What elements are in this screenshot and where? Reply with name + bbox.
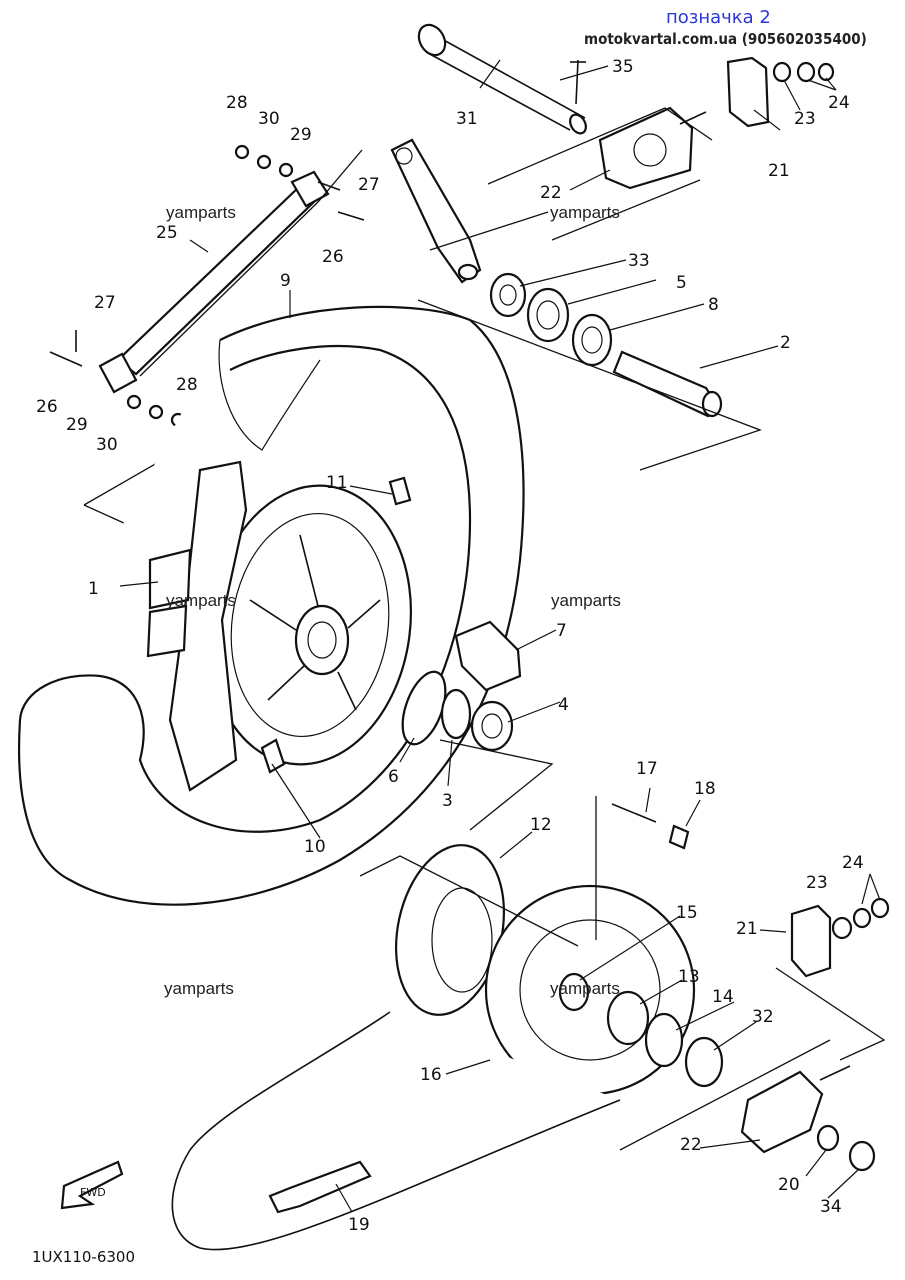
- callout-7: 7: [556, 621, 567, 641]
- callout-24: 24: [842, 853, 864, 873]
- callout-15: 15: [676, 903, 698, 923]
- callout-24: 24: [828, 93, 850, 113]
- callout-21: 21: [768, 161, 790, 181]
- watermark: yamparts: [551, 591, 621, 610]
- callout-29: 29: [66, 415, 88, 435]
- chain-shape: [171, 1011, 621, 1251]
- brake-pad-top-shape: [726, 56, 835, 128]
- callout-30: 30: [96, 435, 118, 455]
- leader-lines: [119, 59, 881, 1213]
- hub-parts-shape: [401, 620, 554, 831]
- callout-26: 26: [36, 397, 58, 417]
- callout-26: 26: [322, 247, 344, 267]
- site-caption: motokvartal.com.ua (905602035400): [584, 30, 867, 48]
- callout-21: 21: [736, 919, 758, 939]
- callout-28: 28: [226, 93, 248, 113]
- callout-23: 23: [794, 109, 816, 129]
- callout-18: 18: [694, 779, 716, 799]
- callout-25: 25: [156, 223, 178, 243]
- callout-35: 35: [612, 57, 634, 77]
- torque-rod-shape: [49, 144, 365, 428]
- fwd-arrow-icon: FWD: [60, 1160, 124, 1210]
- watermark: yamparts: [166, 203, 236, 222]
- fwd-label: FWD: [80, 1186, 106, 1199]
- callout-30: 30: [258, 109, 280, 129]
- callout-11: 11: [326, 473, 348, 493]
- callout-4: 4: [558, 695, 569, 715]
- diagram-title: позначка 2: [666, 7, 771, 28]
- callout-33: 33: [628, 251, 650, 271]
- callout-34: 34: [820, 1197, 842, 1217]
- callout-22: 22: [680, 1135, 702, 1155]
- callout-10: 10: [304, 837, 326, 857]
- callout-20: 20: [778, 1175, 800, 1195]
- callout-9: 9: [280, 271, 291, 291]
- axle-shape: [417, 23, 587, 135]
- wheel-shape: [17, 305, 525, 906]
- watermark: yamparts: [164, 979, 234, 998]
- callout-6: 6: [388, 767, 399, 787]
- callout-27: 27: [358, 175, 380, 195]
- callout-1: 1: [88, 579, 99, 599]
- callout-22: 22: [540, 183, 562, 203]
- adjuster-plate-shape: [390, 138, 482, 284]
- callout-19: 19: [348, 1215, 370, 1235]
- bolt-35-shape: [570, 59, 586, 105]
- callout-23: 23: [806, 873, 828, 893]
- callout-2: 2: [780, 333, 791, 353]
- callout-13: 13: [678, 967, 700, 987]
- watermark: yamparts: [166, 591, 236, 610]
- bearing-stack-shape: [489, 272, 723, 418]
- callout-17: 17: [636, 759, 658, 779]
- callout-14: 14: [712, 987, 734, 1007]
- callout-28: 28: [176, 375, 198, 395]
- callout-29: 29: [290, 125, 312, 145]
- callout-31: 31: [456, 109, 478, 129]
- callout-27: 27: [94, 293, 116, 313]
- diagram-code: 1UX110-6300: [32, 1248, 135, 1266]
- callout-16: 16: [420, 1065, 442, 1085]
- callout-12: 12: [530, 815, 552, 835]
- callout-3: 3: [442, 791, 453, 811]
- sprocket-hub-shape: [359, 796, 724, 1096]
- callout-32: 32: [752, 1007, 774, 1027]
- caliper-bracket-top-shape: [598, 106, 707, 190]
- watermark: yamparts: [550, 979, 620, 998]
- callout-8: 8: [708, 295, 719, 315]
- watermark: yamparts: [550, 203, 620, 222]
- caliper-lower-shape: [619, 897, 890, 1172]
- callout-5: 5: [676, 273, 687, 293]
